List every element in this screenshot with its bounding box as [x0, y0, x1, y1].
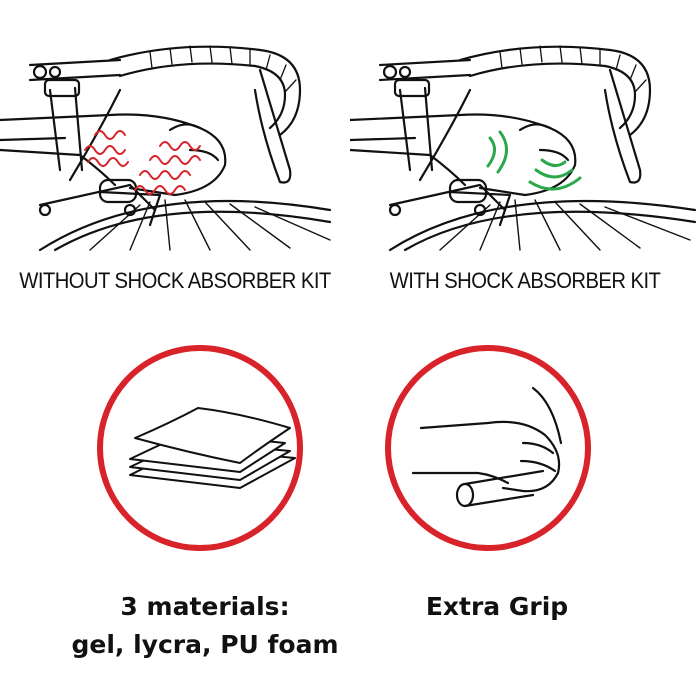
illustration-without-kit: [0, 10, 350, 260]
materials-ring: [95, 343, 305, 553]
grip-ring: [383, 343, 593, 553]
grip-caption-line1: Extra Grip: [425, 592, 569, 621]
materials-caption-line1: 3 materials:: [120, 592, 290, 621]
materials-caption: 3 materials: gel, lycra, PU foam: [30, 588, 380, 664]
layers-icon: [97, 345, 303, 551]
handlebar-with-kit-drawing: [350, 45, 697, 252]
caption-without-kit: WITHOUT SHOCK ABSORBER KIT: [19, 268, 331, 293]
hand-grip-icon: [385, 345, 591, 551]
materials-caption-line2: gel, lycra, PU foam: [71, 630, 339, 659]
illustration-with-kit: [350, 10, 700, 260]
grip-caption: Extra Grip: [322, 588, 672, 626]
caption-with-kit: WITH SHOCK ABSORBER KIT: [389, 268, 661, 293]
handlebar-without-kit-drawing: [0, 45, 332, 252]
